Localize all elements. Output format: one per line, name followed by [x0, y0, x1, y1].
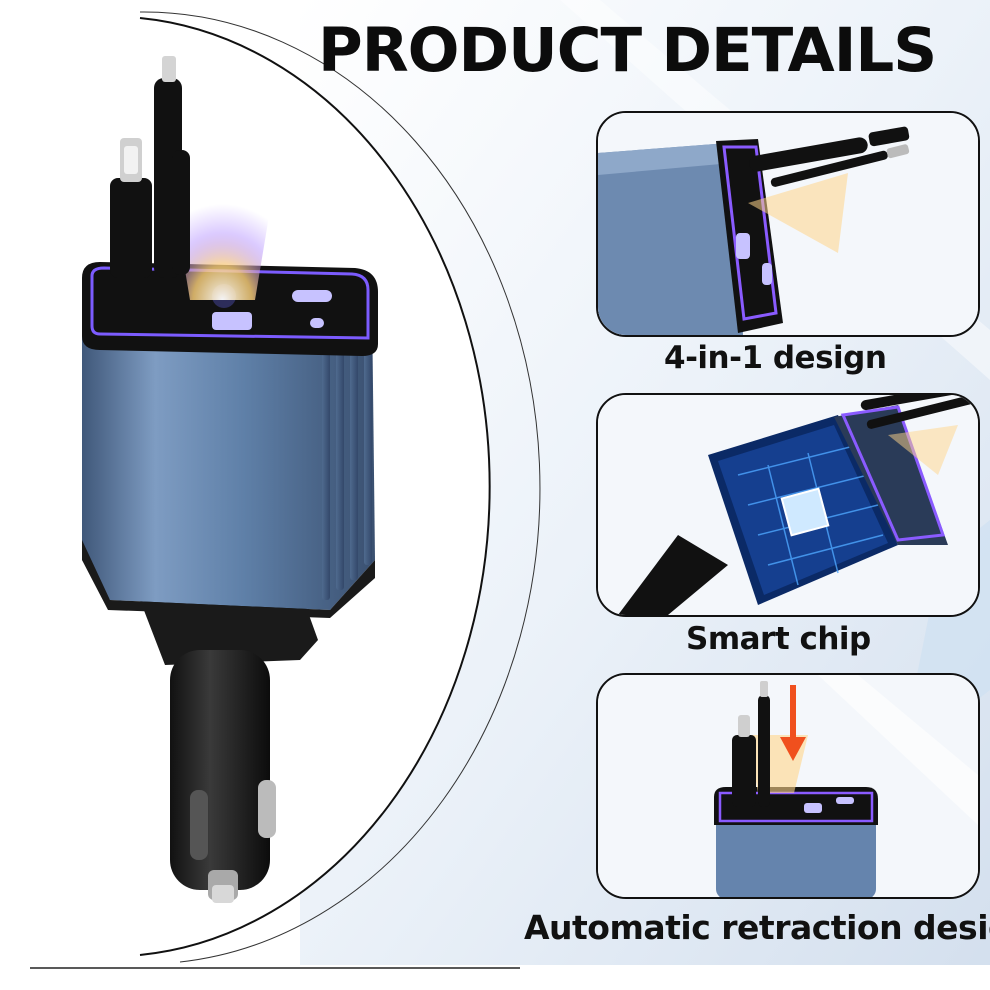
- caption-retraction: Automatic retraction design: [524, 908, 990, 947]
- smart-chip-illustration: [598, 395, 978, 615]
- caption-4in1: 4-in-1 design: [664, 340, 887, 376]
- feature-panel-4in1: [596, 111, 980, 337]
- caption-smart-chip: Smart chip: [686, 621, 871, 657]
- page-title: PRODUCT DETAILS: [318, 15, 937, 86]
- feature-panel-retraction: [596, 673, 980, 899]
- feature-panel-smart-chip: [596, 393, 980, 617]
- 4in1-illustration: [598, 113, 978, 335]
- retraction-illustration: [598, 675, 978, 897]
